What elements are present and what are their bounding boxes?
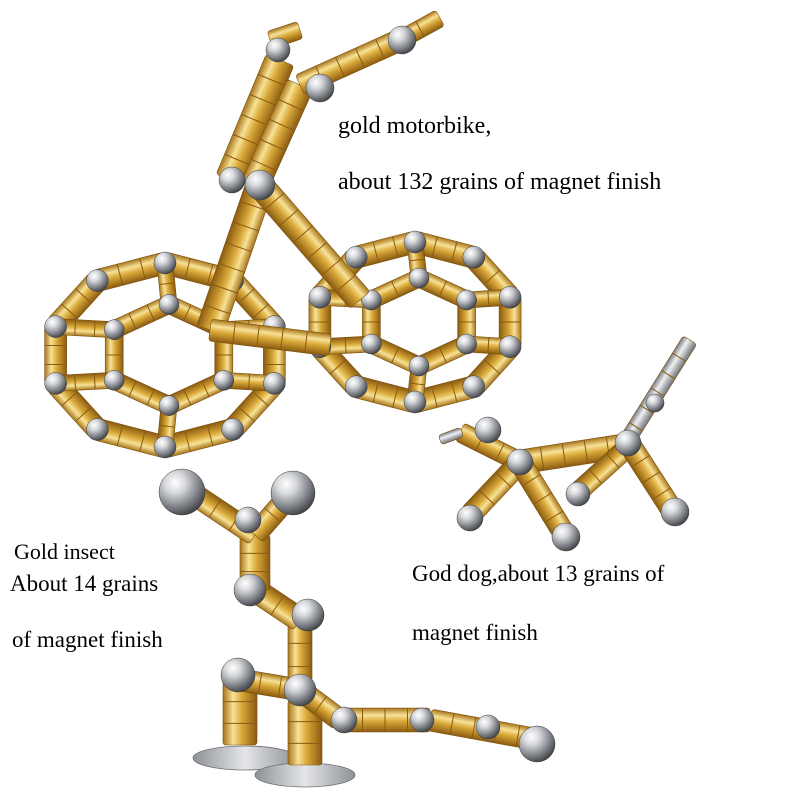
steel-ball <box>462 375 486 398</box>
steel-disc <box>254 762 356 788</box>
steel-ball <box>408 355 430 377</box>
steel-ball <box>291 598 325 632</box>
steel-ball <box>387 25 417 55</box>
steel-ball <box>263 372 286 395</box>
insect-caption-line2: About 14 grains <box>10 571 159 596</box>
steel-ball <box>220 657 256 693</box>
steel-ball <box>456 333 477 355</box>
steel-ball <box>475 714 501 740</box>
steel-ball <box>305 73 335 103</box>
motorbike-caption-line1: gold motorbike, <box>338 113 492 139</box>
steel-ball <box>403 390 427 414</box>
dog-caption-line1: God dog,about 13 grains of <box>412 561 665 586</box>
steel-ball <box>153 435 177 459</box>
steel-ball <box>660 497 690 527</box>
steel-ball <box>44 372 67 395</box>
steel-ball <box>86 269 109 292</box>
steel-ball <box>344 375 368 398</box>
magnet-rod <box>518 433 632 474</box>
steel-ball <box>103 370 125 391</box>
steel-ball <box>270 470 316 516</box>
magnet-rod <box>287 699 323 766</box>
steel-ball <box>614 429 642 457</box>
steel-ball <box>361 289 382 311</box>
steel-ball <box>153 251 177 275</box>
steel-ball <box>456 289 477 311</box>
gold-insect-figure <box>158 468 556 788</box>
steel-ball <box>474 416 502 444</box>
magnet-rod <box>619 336 696 448</box>
steel-ball <box>409 707 435 733</box>
steel-ball <box>645 393 665 413</box>
steel-ball <box>462 246 486 269</box>
steel-ball <box>565 481 591 507</box>
steel-ball <box>218 166 246 194</box>
steel-ball <box>158 468 206 516</box>
steel-ball <box>551 522 581 552</box>
steel-ball <box>408 267 430 289</box>
magnet-rod <box>438 427 464 445</box>
steel-ball <box>506 448 534 476</box>
steel-ball <box>213 370 235 391</box>
insect-caption-line3: of magnet finish <box>12 627 163 652</box>
steel-ball <box>498 335 522 358</box>
steel-ball <box>344 246 368 269</box>
steel-ball <box>221 418 244 441</box>
magnet-rod <box>94 252 168 291</box>
steel-ball <box>283 673 317 707</box>
steel-ball <box>403 230 427 254</box>
steel-ball <box>518 725 556 763</box>
gold-dog-figure <box>438 336 696 552</box>
magnet-rod <box>208 319 332 356</box>
insect-caption-line1: Gold insect <box>14 539 115 564</box>
steel-ball <box>103 319 125 340</box>
steel-ball <box>498 286 522 309</box>
gold-motorbike-figure <box>44 10 522 459</box>
steel-ball <box>234 506 262 534</box>
dog-caption-line2: magnet finish <box>412 620 538 645</box>
steel-ball <box>158 395 180 416</box>
motorbike-caption-line2: about 132 grains of magnet finish <box>338 169 662 195</box>
steel-ball <box>44 315 67 338</box>
magnet-rod <box>251 177 369 308</box>
steel-ball <box>158 294 180 315</box>
steel-ball <box>456 504 484 532</box>
steel-ball <box>265 37 291 63</box>
steel-ball <box>233 573 267 607</box>
steel-ball <box>361 333 382 355</box>
steel-ball <box>330 706 358 734</box>
steel-ball <box>244 169 276 201</box>
magnet-rod <box>111 372 173 414</box>
steel-ball <box>86 418 109 441</box>
steel-ball <box>308 286 332 309</box>
